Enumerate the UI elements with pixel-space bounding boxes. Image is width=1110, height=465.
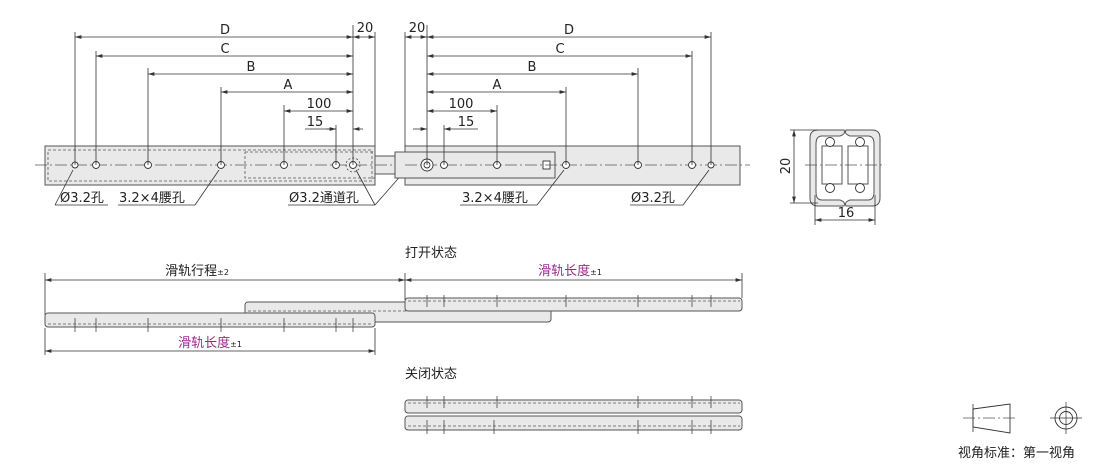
dim-20-right: 20 (409, 21, 426, 36)
first-angle-projection-symbol: 视角标准：第一视角 (958, 402, 1082, 461)
length-label-bottom: 滑轨长度±1 (178, 335, 242, 351)
open-state-view: 打开状态 滑轨行程±2 滑轨长度±1 滑轨长度±1 (44, 246, 743, 355)
length-label-open: 滑轨长度±1 (538, 263, 602, 279)
right-rail-view: D C B A 100 15 20 3.2×4腰孔 Ø3.2孔 (394, 21, 750, 206)
dim-c-right: C (555, 42, 564, 57)
dim-100-right: 100 (449, 97, 474, 112)
label-slot-right: 3.2×4腰孔 (462, 191, 528, 206)
section-height: 20 (779, 158, 794, 175)
section-width: 16 (838, 206, 855, 221)
dim-b-right: B (528, 60, 537, 75)
projection-label: 视角标准：第一视角 (958, 446, 1075, 461)
left-rail-view: D C B A 100 15 20 Ø3.2孔 3.2×4腰孔 Ø3.2通道孔 (35, 21, 406, 206)
dim-d-right: D (564, 23, 574, 38)
dim-c-left: C (220, 42, 229, 57)
dim-15-right: 15 (458, 115, 475, 130)
closed-state-view: 关闭状态 (404, 367, 743, 434)
label-hole-right: Ø3.2孔 (631, 191, 675, 206)
label-hole-left: Ø3.2孔 (60, 191, 104, 206)
closed-state-title: 关闭状态 (405, 367, 457, 382)
travel-label: 滑轨行程±2 (165, 264, 229, 279)
cross-section-view: 20 16 (779, 129, 882, 225)
dim-d-left: D (220, 23, 230, 38)
dim-a-left: A (284, 78, 293, 93)
dim-100-left: 100 (307, 97, 332, 112)
dim-20-left: 20 (357, 21, 374, 36)
dim-b-left: B (247, 60, 256, 75)
dim-15-left: 15 (307, 115, 324, 130)
dim-a-right: A (493, 78, 502, 93)
label-slot-left: 3.2×4腰孔 (119, 191, 185, 206)
label-through-hole: Ø3.2通道孔 (289, 191, 359, 206)
open-state-title: 打开状态 (405, 246, 457, 261)
